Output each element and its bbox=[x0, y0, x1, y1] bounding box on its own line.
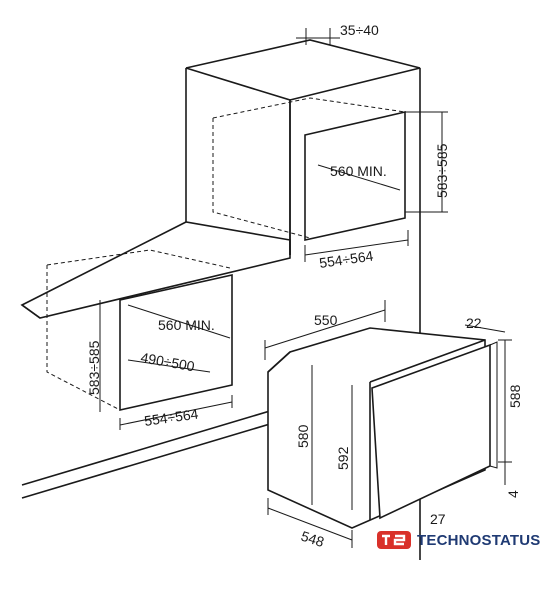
ts-logo-icon bbox=[377, 531, 411, 549]
dimension-labels: 35÷40 583÷585 560 MIN. 554÷564 583÷585 5… bbox=[86, 22, 523, 550]
label-niche-width-under: 554÷564 bbox=[143, 406, 199, 429]
worktop bbox=[20, 221, 291, 319]
label-niche-width-col: 554÷564 bbox=[318, 248, 374, 271]
label-oven-body-height: 580 bbox=[295, 424, 311, 448]
label-niche-side-under: 490÷500 bbox=[139, 349, 196, 374]
label-niche-depth-col: 560 MIN. bbox=[330, 163, 387, 179]
label-oven-depth: 548 bbox=[299, 528, 326, 551]
label-oven-door-offset: 4 bbox=[505, 490, 521, 498]
dimension-lines bbox=[99, 28, 512, 548]
label-oven-front-offset: 22 bbox=[466, 315, 482, 331]
label-niche-height-col: 583÷585 bbox=[434, 143, 450, 198]
label-oven-front-height: 588 bbox=[507, 384, 523, 408]
brand-logo: TECHNOSTATUS bbox=[376, 527, 541, 553]
label-niche-height-under: 583÷585 bbox=[86, 340, 102, 395]
undercounter-niche bbox=[21, 249, 291, 499]
label-top-gap: 35÷40 bbox=[340, 22, 379, 38]
oven bbox=[267, 327, 498, 529]
brand-name: TECHNOSTATUS bbox=[417, 531, 541, 549]
label-oven-door-depth: 27 bbox=[430, 511, 446, 527]
label-niche-depth-under: 560 MIN. bbox=[158, 317, 215, 333]
label-oven-inner-height: 592 bbox=[335, 446, 351, 470]
label-oven-width: 550 bbox=[314, 312, 338, 328]
